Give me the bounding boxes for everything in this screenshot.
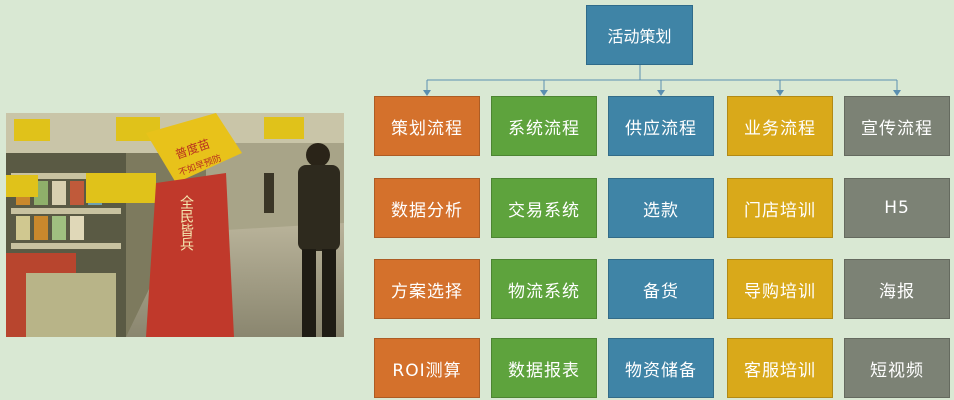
node-item: 数据分析 bbox=[374, 178, 480, 238]
node-item: 备货 bbox=[608, 259, 714, 319]
node-item: 数据报表 bbox=[491, 338, 597, 398]
node-item: 客服培训 bbox=[727, 338, 833, 398]
node-item: 导购培训 bbox=[727, 259, 833, 319]
node-item: 门店培训 bbox=[727, 178, 833, 238]
root-node: 活动策划 bbox=[586, 5, 693, 65]
node-item: H5 bbox=[844, 178, 950, 238]
node-item: 交易系统 bbox=[491, 178, 597, 238]
node-item: ROI测算 bbox=[374, 338, 480, 398]
header-planning: 策划流程 bbox=[374, 96, 480, 156]
node-item: 选款 bbox=[608, 178, 714, 238]
node-item: 物流系统 bbox=[491, 259, 597, 319]
supermarket-photo: 普度苗 不如早预防 全民皆兵 bbox=[6, 113, 344, 337]
node-item: 海报 bbox=[844, 259, 950, 319]
header-system: 系统流程 bbox=[491, 96, 597, 156]
node-item: 物资储备 bbox=[608, 338, 714, 398]
header-supply: 供应流程 bbox=[608, 96, 714, 156]
node-item: 短视频 bbox=[844, 338, 950, 398]
header-business: 业务流程 bbox=[727, 96, 833, 156]
sign-text-3: 全民皆兵 bbox=[178, 194, 194, 251]
node-item: 方案选择 bbox=[374, 259, 480, 319]
header-promotion: 宣传流程 bbox=[844, 96, 950, 156]
